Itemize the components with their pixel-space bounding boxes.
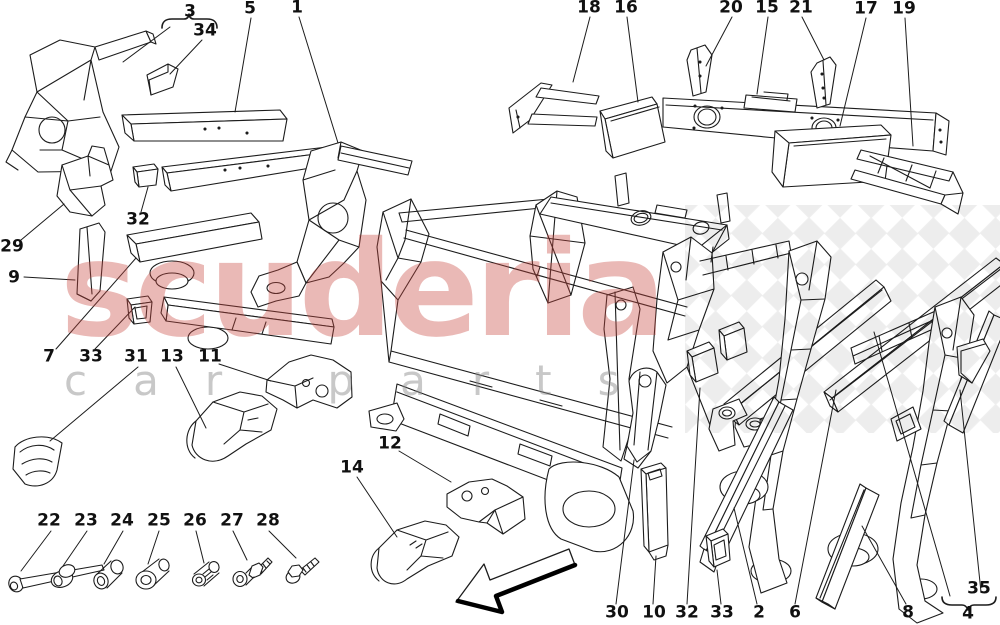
- part-29-bracket: [56, 145, 114, 217]
- callout-16: 16: [614, 0, 638, 18]
- callout-20: 20: [719, 0, 743, 18]
- brace-callout-4: [941, 596, 997, 611]
- callout-23: 23: [74, 510, 98, 531]
- part-20-post: [686, 44, 713, 97]
- callout-18: 18: [577, 0, 601, 18]
- part-12-bracket: [446, 478, 526, 535]
- part-lower-rail: [160, 296, 335, 350]
- part-5-beam: [121, 109, 288, 142]
- callout-33: 33: [79, 346, 103, 367]
- part-18-bracket: [508, 82, 600, 134]
- part-19-ladder: [850, 149, 964, 215]
- callout-32: 32: [126, 209, 150, 230]
- part-25-bushing: [135, 558, 170, 590]
- callout-29: 29: [0, 236, 24, 257]
- part-9-post: [76, 222, 106, 302]
- part-32-spacer-left: [132, 163, 159, 188]
- part-24-sleeve: [93, 559, 124, 590]
- callout-30: 30: [605, 602, 629, 623]
- part-21-post: [810, 56, 837, 109]
- callout-8: 8: [902, 602, 914, 623]
- part-1-assembly: [161, 141, 413, 308]
- part-14-bracket: [370, 520, 460, 585]
- callout-35: 35: [967, 578, 991, 599]
- callout-21: 21: [789, 0, 813, 18]
- callout-34: 34: [193, 20, 217, 41]
- part-13-bracket: [186, 391, 278, 462]
- callout-4: 4: [962, 603, 974, 624]
- part-33-spacer-left: [126, 295, 153, 325]
- callout-24: 24: [110, 510, 134, 531]
- callout-32-b: 32: [675, 602, 699, 623]
- callout-17: 17: [854, 0, 878, 19]
- callout-27: 27: [220, 510, 244, 531]
- part-27-bolt: [232, 557, 273, 588]
- callout-2: 2: [753, 602, 765, 623]
- part-23-nut: [50, 564, 76, 588]
- callout-7: 7: [43, 346, 55, 367]
- callout-26: 26: [183, 510, 207, 531]
- part-16-box: [599, 96, 666, 159]
- checker-flag-watermark: [685, 205, 1000, 433]
- callout-11: 11: [198, 346, 222, 367]
- part-34-wedge: [146, 63, 179, 96]
- callout-3: 3: [184, 1, 196, 22]
- callout-6: 6: [789, 602, 801, 623]
- brace-callout-3: [161, 13, 218, 29]
- callout-14: 14: [340, 457, 364, 478]
- callout-15: 15: [755, 0, 779, 18]
- direction-arrow: [455, 548, 578, 615]
- part-28-screw: [285, 557, 320, 584]
- part-31-sheet: [12, 436, 63, 487]
- callout-5: 5: [244, 0, 256, 19]
- part-7-beam: [126, 212, 263, 290]
- callout-13: 13: [160, 346, 184, 367]
- callout-33-b: 33: [710, 602, 734, 623]
- callout-12: 12: [378, 433, 402, 454]
- callout-19: 19: [892, 0, 916, 19]
- callout-22: 22: [37, 510, 61, 531]
- part-11-bracket: [265, 354, 353, 409]
- callout-28: 28: [256, 510, 280, 531]
- callout-31: 31: [124, 346, 148, 367]
- callout-1: 1: [291, 0, 303, 18]
- callout-9: 9: [8, 267, 20, 288]
- leader-lines: [20, 13, 997, 611]
- part-upright-left: [5, 30, 157, 173]
- part-26-spacer: [191, 561, 220, 587]
- callout-25: 25: [147, 510, 171, 531]
- callout-10: 10: [642, 602, 666, 623]
